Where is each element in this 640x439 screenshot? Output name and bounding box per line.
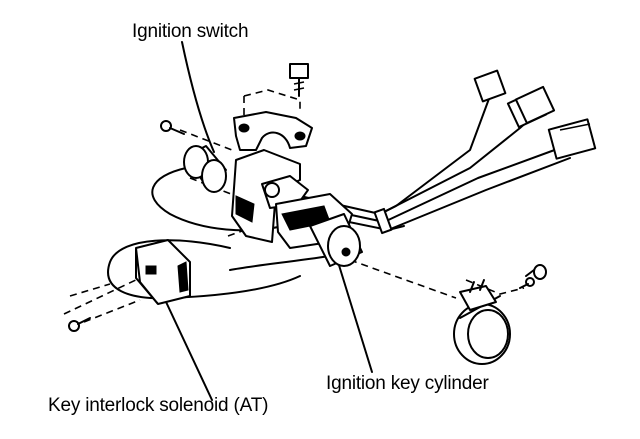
- clamp-bracket: [233, 111, 313, 151]
- ignition-switch-body: [183, 145, 227, 193]
- key-cylinder-bezel: [453, 295, 511, 365]
- top-screw: [289, 63, 309, 97]
- solenoid-screw: [68, 317, 91, 332]
- label-ignition-switch: Ignition switch: [132, 21, 249, 42]
- bezel-screw-and-washer: [459, 264, 547, 311]
- label-ignition-key-cylinder: Ignition key cylinder: [326, 373, 489, 394]
- harness-connectors: [473, 69, 597, 160]
- ignition-key-cylinder: [309, 213, 363, 267]
- label-key-interlock-solenoid: Key interlock solenoid (AT): [48, 395, 269, 416]
- left-screw: [160, 120, 185, 135]
- key-interlock-solenoid: [135, 239, 191, 305]
- leader-ignition-switch: [181, 41, 215, 153]
- leader-ignition-key-cylinder: [337, 261, 373, 373]
